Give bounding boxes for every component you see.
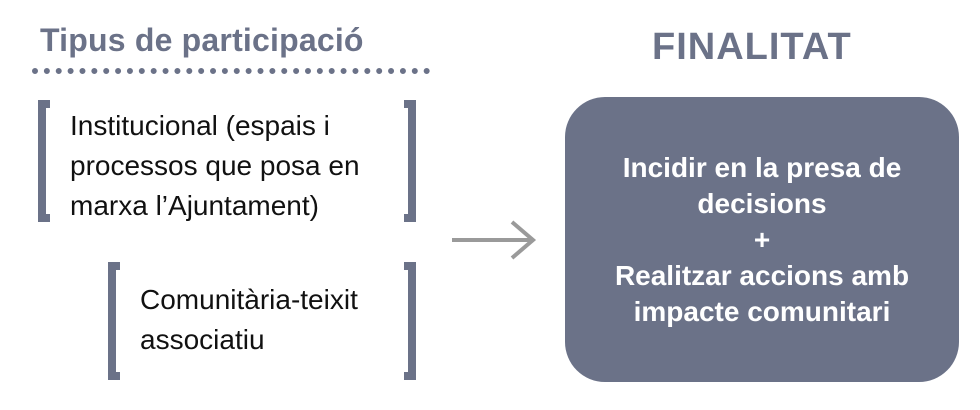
arrow-right-icon	[452, 220, 537, 260]
right-bracket-icon	[404, 262, 416, 380]
left-bracket-icon	[108, 262, 120, 380]
left-bracket-icon	[38, 100, 50, 222]
purpose-box: Incidir en la presa de decisions + Reali…	[565, 97, 959, 382]
plus-sign: +	[753, 223, 771, 255]
participation-type-text: Comunitària-teixit associatiu	[140, 284, 358, 355]
purpose-line: decisions	[697, 187, 827, 219]
participation-type-text: Institucional (espais i processos que po…	[70, 110, 360, 221]
right-bracket-icon	[404, 100, 416, 222]
title-dotted-underline	[32, 68, 430, 74]
participation-types-title: Tipus de participació	[40, 22, 364, 58]
purpose-line: impacte comunitari	[633, 295, 891, 327]
purpose-line: Incidir en la presa de	[622, 151, 902, 183]
purpose-title: FINALITAT	[652, 26, 852, 68]
purpose-line: Realitzar accions amb	[614, 259, 910, 291]
